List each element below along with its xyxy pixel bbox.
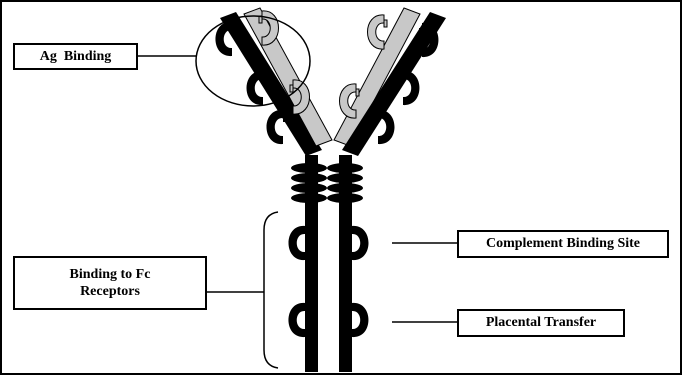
left-light-chain	[243, 7, 333, 147]
fc-receptors-label: Binding to Fc Receptors	[13, 256, 207, 310]
ag-binding-label: Ag Binding	[13, 43, 138, 70]
right-heavy-chain	[342, 12, 446, 156]
complement-binding-label: Complement Binding Site	[457, 230, 669, 258]
placental-transfer-text: Placental Transfer	[485, 315, 597, 331]
complement-binding-text: Complement Binding Site	[485, 236, 640, 252]
ag-binding-ellipse	[195, 15, 311, 107]
fc-bracket	[263, 211, 279, 369]
placental-transfer-label: Placental Transfer	[457, 309, 625, 337]
hinge-region	[291, 163, 363, 203]
left-heavy-chain	[215, 12, 322, 156]
ag-binding-text: Ag Binding	[39, 48, 112, 64]
fc-region	[288, 155, 369, 372]
fc-receptors-text: Binding to Fc Receptors	[69, 266, 151, 300]
connector-lines	[138, 55, 457, 323]
